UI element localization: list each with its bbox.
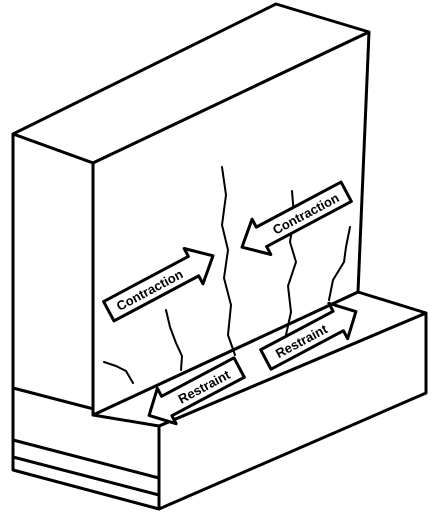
contraction-arrow-right-shape: [240, 180, 353, 256]
base-strip-line-2: [11, 455, 161, 497]
wall-front-face: [91, 30, 371, 417]
crack-4: [165, 309, 183, 371]
restraint-arrow-right-shape: [259, 301, 358, 371]
crack-5: [103, 361, 134, 384]
base-strip-line-1: [11, 438, 161, 480]
restraint-arrow-left-shape: [147, 356, 246, 426]
wall-side-face: [11, 132, 95, 417]
contraction-arrow-left-shape: [102, 247, 215, 323]
crack-1: [221, 166, 236, 356]
crack-3: [328, 226, 351, 301]
